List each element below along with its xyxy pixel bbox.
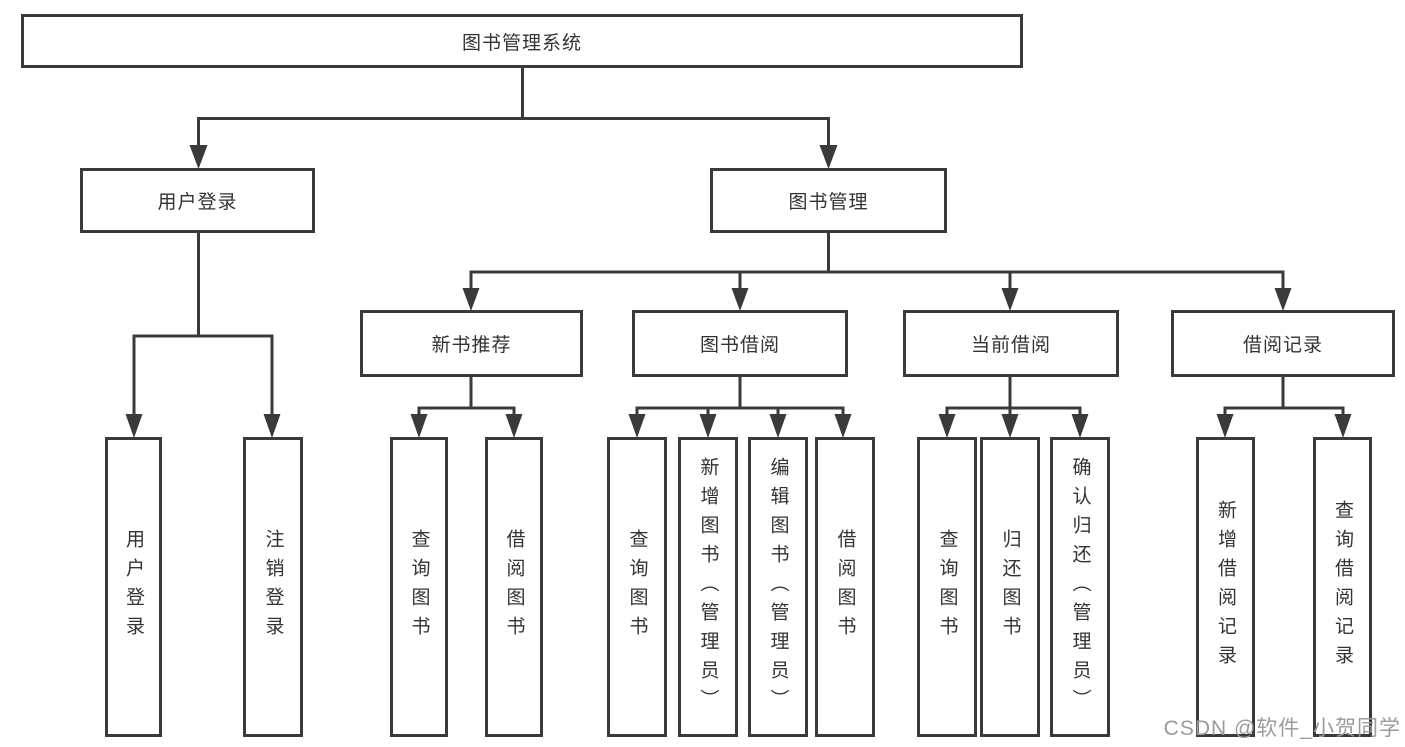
node-book-borrow: 图书借阅 — [632, 310, 848, 377]
leaf-label: 借阅图书 — [834, 529, 856, 645]
leaf-label: 查询图书 — [408, 529, 430, 645]
leaf-label: 新增借阅记录 — [1215, 500, 1236, 674]
leaf-query-books-current: 查询图书 — [917, 437, 977, 737]
leaf-confirm-return-admin: 确认归还（管理员） — [1050, 437, 1110, 737]
node-new-book-recommend: 新书推荐 — [360, 310, 583, 377]
arrowhead-icon — [628, 414, 646, 438]
leaf-user-login: 用户登录 — [105, 437, 162, 737]
leaf-label: 归还图书 — [999, 529, 1021, 645]
leaf-add-borrow-record: 新增借阅记录 — [1196, 437, 1255, 737]
leaf-query-books-borrow: 查询图书 — [607, 437, 667, 737]
node-label: 图书管理系统 — [461, 32, 582, 54]
leaf-label: 查询图书 — [936, 529, 958, 645]
node-borrow-records: 借阅记录 — [1171, 310, 1395, 377]
node-label: 新书推荐 — [431, 335, 512, 356]
leaf-query-borrow-record: 查询借阅记录 — [1313, 437, 1372, 737]
arrowhead-icon — [699, 414, 717, 438]
arrowhead-icon — [462, 288, 480, 311]
arrowhead-icon — [410, 414, 428, 438]
node-label: 用户登录 — [157, 192, 238, 213]
leaf-label: 查询借阅记录 — [1332, 500, 1353, 674]
arrowhead-icon — [505, 414, 523, 438]
arrowhead-icon — [1334, 414, 1352, 438]
leaf-borrow-books-recommend: 借阅图书 — [485, 437, 543, 737]
node-user-login: 用户登录 — [80, 168, 315, 233]
arrowhead-icon — [1216, 414, 1234, 438]
arrowhead-icon — [1001, 414, 1019, 438]
leaf-label: 用户登录 — [123, 529, 144, 645]
node-book-management: 图书管理 — [710, 168, 947, 233]
leaf-label: 查询图书 — [626, 529, 648, 645]
arrowhead-icon — [1001, 288, 1019, 311]
leaf-label: 编辑图书（管理员） — [767, 456, 789, 718]
leaf-label: 新增图书（管理员） — [697, 456, 719, 718]
node-label: 图书管理 — [788, 192, 869, 213]
node-label: 当前借阅 — [970, 335, 1051, 356]
node-label: 图书借阅 — [699, 335, 780, 356]
arrowhead-icon — [834, 414, 852, 438]
csdn-watermark: CSDN @软件_小贺同学 — [1163, 717, 1401, 740]
node-label: 借阅记录 — [1242, 335, 1323, 356]
leaf-label: 注销登录 — [262, 529, 284, 645]
arrowhead-icon — [263, 414, 281, 438]
leaf-add-books-admin: 新增图书（管理员） — [678, 437, 738, 737]
arrowhead-icon — [819, 145, 838, 169]
arrowhead-icon — [125, 414, 143, 438]
leaf-return-books: 归还图书 — [980, 437, 1040, 737]
leaf-logout: 注销登录 — [243, 437, 303, 737]
arrowhead-icon — [1274, 288, 1292, 311]
node-root-system: 图书管理系统 — [21, 14, 1023, 68]
leaf-label: 确认归还（管理员） — [1069, 456, 1091, 718]
arrowhead-icon — [938, 414, 956, 438]
leaf-edit-books-admin: 编辑图书（管理员） — [748, 437, 808, 737]
arrowhead-icon — [1071, 414, 1089, 438]
leaf-label: 借阅图书 — [503, 529, 525, 645]
leaf-borrow-books: 借阅图书 — [815, 437, 875, 737]
arrowhead-icon — [769, 414, 787, 438]
arrowhead-icon — [189, 145, 208, 169]
leaf-query-books-recommend: 查询图书 — [390, 437, 448, 737]
node-current-borrow: 当前借阅 — [903, 310, 1119, 377]
arrowhead-icon — [731, 288, 749, 311]
